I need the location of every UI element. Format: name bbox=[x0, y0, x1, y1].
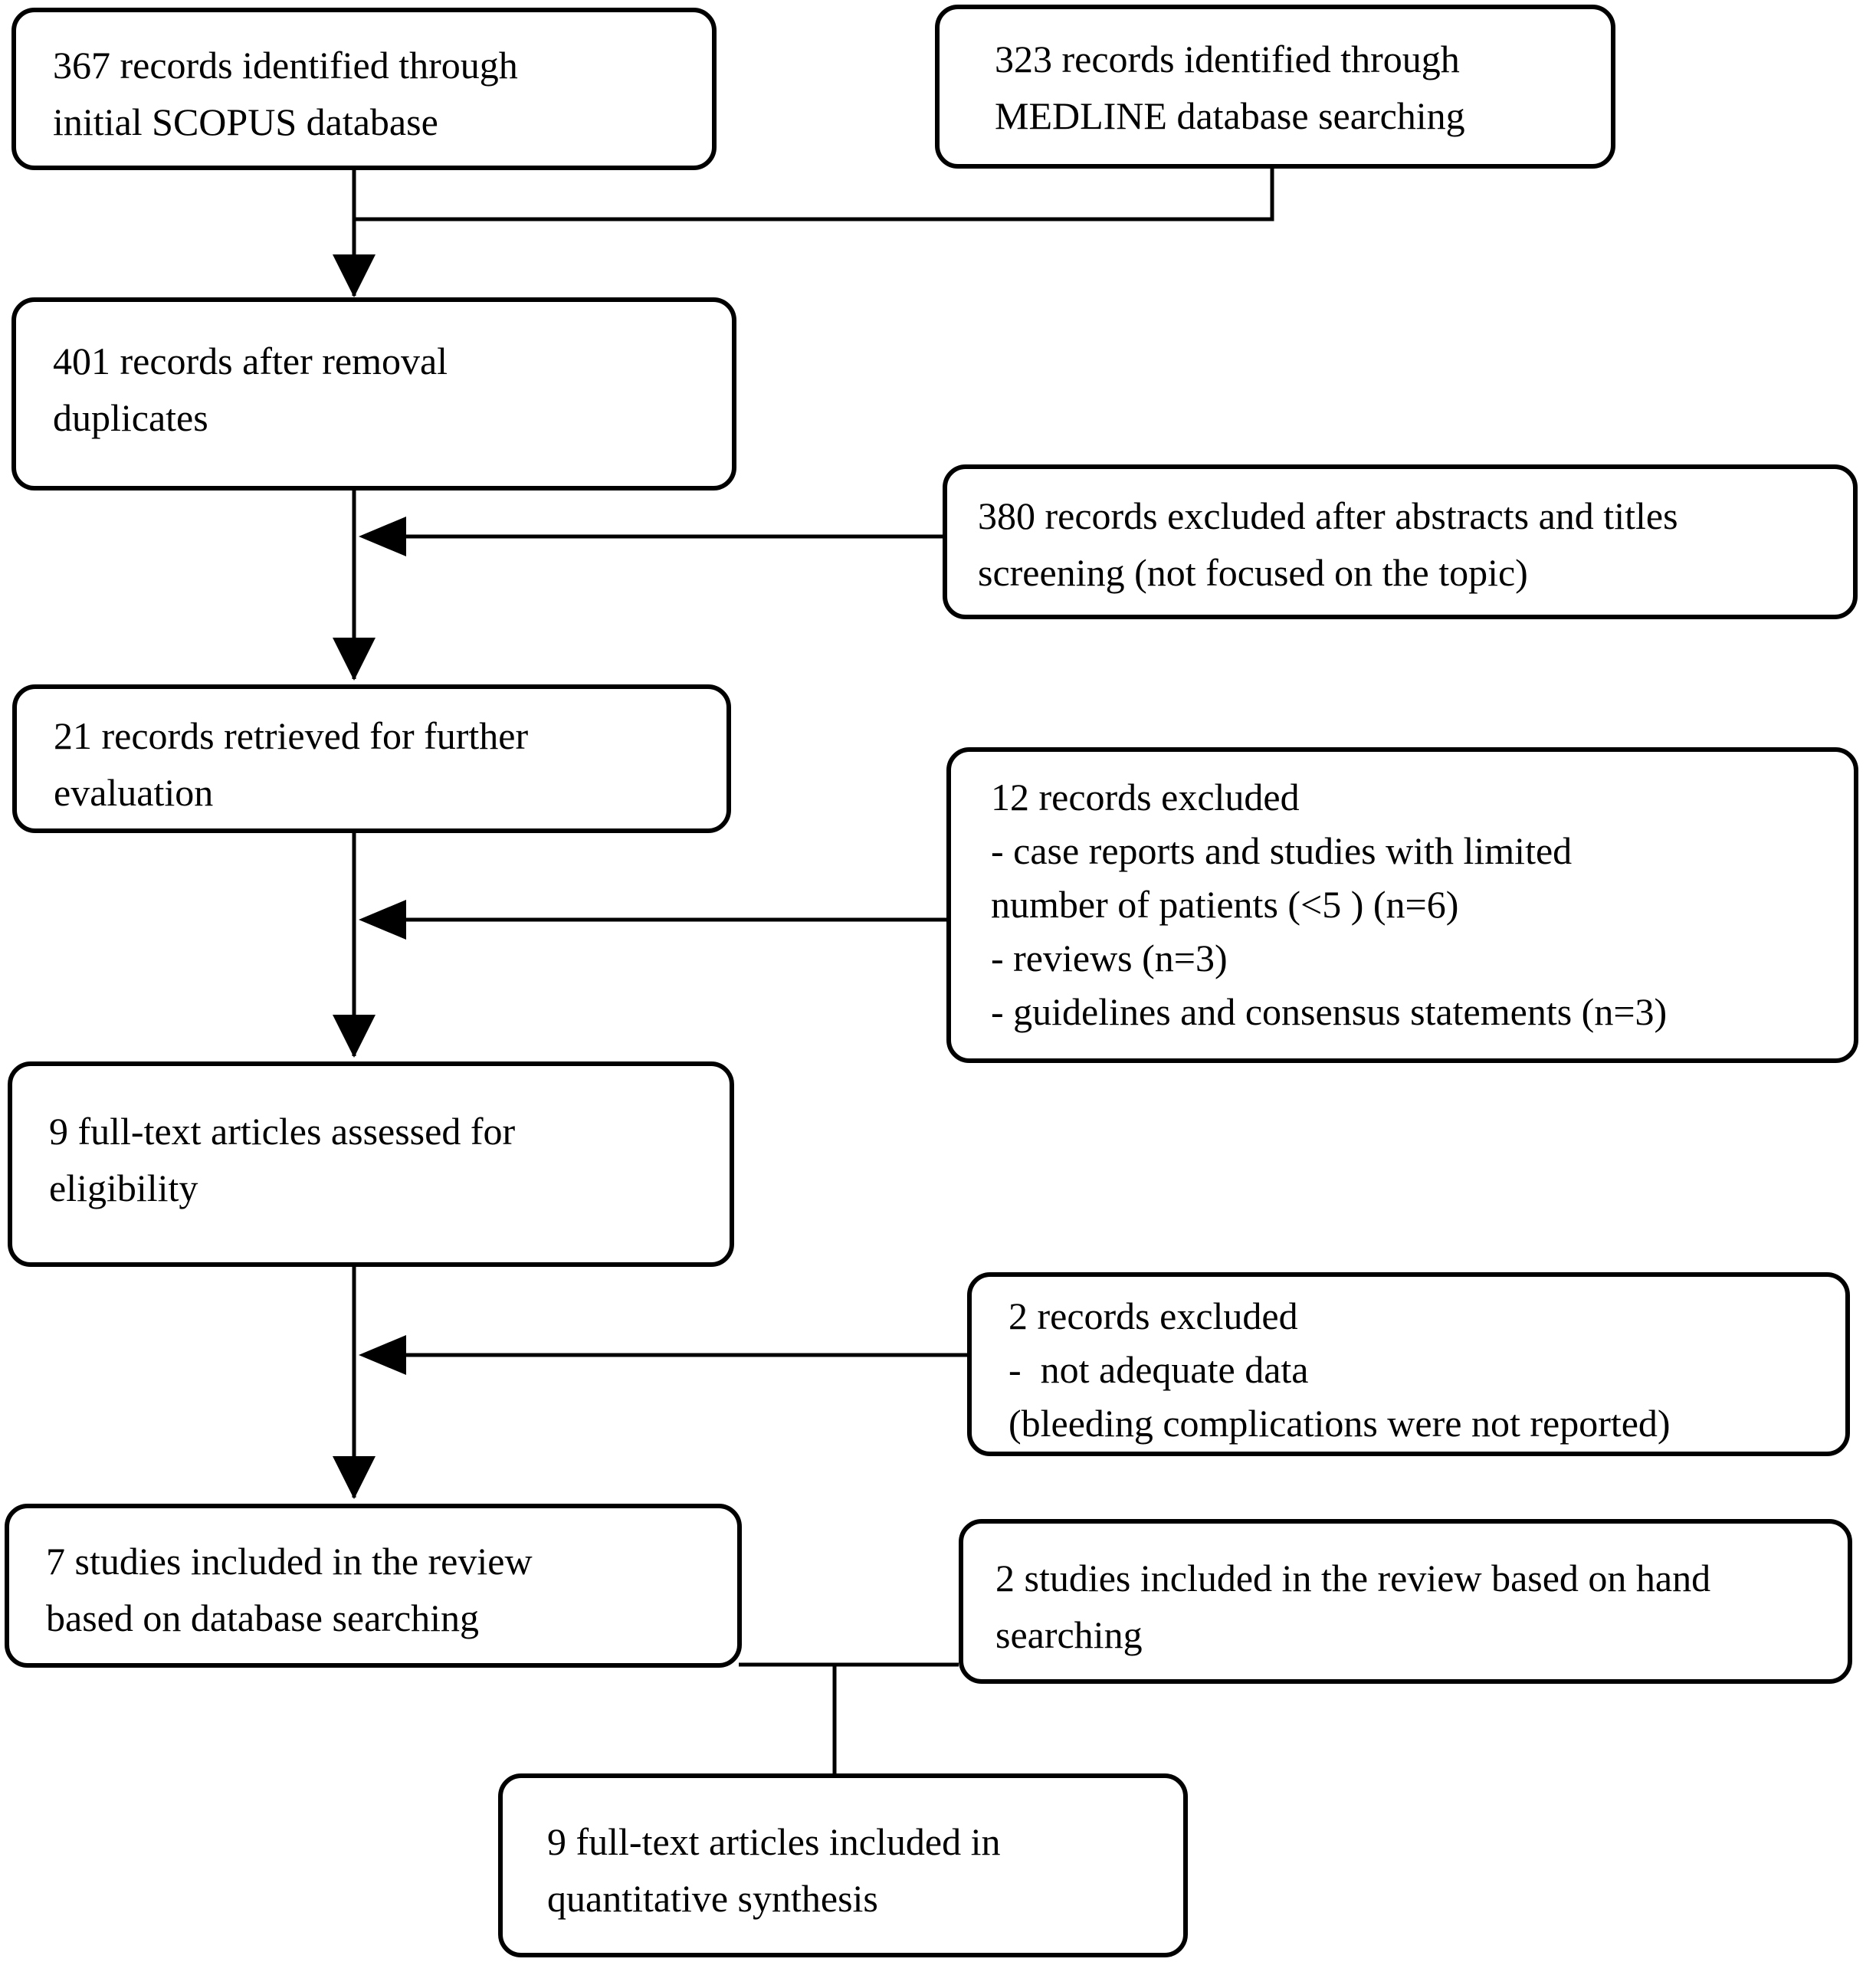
box-assessed: 9 full-text articles assessed for eligib… bbox=[8, 1061, 734, 1267]
box-included-hand: 2 studies included in the review based o… bbox=[959, 1519, 1852, 1684]
box-included-database: 7 studies included in the review based o… bbox=[5, 1504, 742, 1668]
box-excluded-fulltext: 12 records excluded - case reports and s… bbox=[946, 747, 1858, 1063]
box-scopus: 367 records identified through initial S… bbox=[11, 8, 717, 170]
arrowhead-into-assessed bbox=[333, 1015, 376, 1058]
arrowhead-excluded-screening bbox=[359, 517, 406, 556]
box-scopus-line: 367 records identified through bbox=[53, 44, 518, 87]
arrowhead-into-duplicates bbox=[333, 254, 376, 297]
box-assessed-line: 9 full-text articles assessed for bbox=[49, 1110, 516, 1153]
arrowhead-into-included bbox=[333, 1456, 376, 1499]
box-after-duplicates-line: 401 records after removal bbox=[53, 340, 448, 382]
box-excluded-data-line: (bleeding complications were not reporte… bbox=[1009, 1402, 1671, 1445]
arrowhead-excluded-data bbox=[359, 1335, 406, 1375]
box-included-hand-line: 2 studies included in the review based o… bbox=[995, 1557, 1711, 1599]
box-medline: 323 records identified through MEDLINE d… bbox=[935, 5, 1615, 169]
box-assessed-line: eligibility bbox=[49, 1166, 198, 1209]
box-after-duplicates: 401 records after removal duplicates bbox=[11, 297, 736, 490]
box-quantitative-line: 9 full-text articles included in bbox=[547, 1820, 1001, 1863]
box-medline-line: MEDLINE database searching bbox=[995, 94, 1465, 137]
box-excluded-fulltext-line: - case reports and studies with limited bbox=[991, 829, 1573, 872]
box-excluded-fulltext-line: number of patients (<5 ) (n=6) bbox=[991, 883, 1459, 926]
box-retrieved: 21 records retrieved for further evaluat… bbox=[12, 684, 731, 833]
box-excluded-data-line: 2 records excluded bbox=[1009, 1294, 1298, 1337]
box-retrieved-line: 21 records retrieved for further bbox=[54, 714, 529, 757]
box-after-duplicates-line: duplicates bbox=[53, 396, 208, 439]
box-quantitative: 9 full-text articles included in quantit… bbox=[498, 1773, 1188, 1957]
box-excluded-fulltext-line: - guidelines and consensus statements (n… bbox=[991, 990, 1668, 1033]
edge-medline-to-duplicates bbox=[354, 169, 1274, 221]
box-excluded-screening-line: screening (not focused on the topic) bbox=[978, 551, 1528, 594]
box-medline-line: 323 records identified through bbox=[995, 38, 1460, 80]
box-included-database-line: based on database searching bbox=[46, 1596, 480, 1639]
box-included-database-line: 7 studies included in the review bbox=[46, 1540, 533, 1583]
box-quantitative-line: quantitative synthesis bbox=[547, 1877, 878, 1920]
box-excluded-fulltext-line: - reviews (n=3) bbox=[991, 937, 1228, 979]
box-excluded-data: 2 records excluded - not adequate data (… bbox=[967, 1272, 1850, 1456]
box-scopus-line: initial SCOPUS database bbox=[53, 100, 438, 143]
box-excluded-fulltext-line: 12 records excluded bbox=[991, 776, 1300, 819]
box-excluded-data-line: - not adequate data bbox=[1009, 1348, 1309, 1391]
box-excluded-screening-line: 380 records excluded after abstracts and… bbox=[978, 494, 1678, 537]
arrowhead-excluded-fulltext bbox=[359, 900, 406, 940]
arrowhead-into-retrieved bbox=[333, 638, 376, 681]
box-excluded-screening: 380 records excluded after abstracts and… bbox=[943, 464, 1858, 619]
box-retrieved-line: evaluation bbox=[54, 771, 214, 814]
box-included-hand-line: searching bbox=[995, 1613, 1143, 1656]
